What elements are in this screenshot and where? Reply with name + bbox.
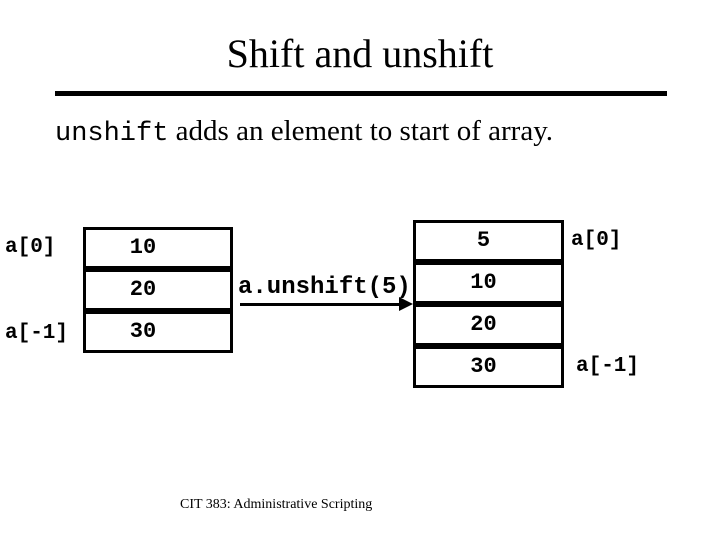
left-array: 10 20 30 — [83, 227, 233, 353]
right-array-cell-0: 5 — [413, 220, 564, 262]
right-array-cell-2: 20 — [413, 304, 564, 346]
body-sentence: unshift adds an element to start of arra… — [55, 112, 553, 153]
left-array-label-a-1: a[-1] — [5, 322, 69, 345]
slide-title: Shift and unshift — [226, 31, 494, 76]
right-array-label-a0: a[0] — [571, 229, 622, 252]
right-array-cell-1: 10 — [413, 262, 564, 304]
arrow-shaft — [240, 303, 400, 306]
slide-footer: CIT 383: Administrative Scripting — [180, 497, 373, 512]
left-array-cell-1: 20 — [83, 269, 233, 311]
title-divider-line — [55, 91, 667, 96]
arrow-head-icon — [399, 297, 413, 311]
right-array: 5 10 20 30 — [413, 220, 564, 388]
left-array-label-a0: a[0] — [5, 236, 56, 259]
left-array-cell-2: 30 — [83, 311, 233, 353]
right-array-label-a-1: a[-1] — [576, 355, 640, 378]
left-array-cell-0: 10 — [83, 227, 233, 269]
operation-label: a.unshift(5) — [238, 274, 411, 301]
code-term-unshift: unshift — [55, 119, 169, 149]
body-sentence-text: adds an element to start of array. — [168, 115, 554, 147]
right-array-cell-3: 30 — [413, 346, 564, 388]
